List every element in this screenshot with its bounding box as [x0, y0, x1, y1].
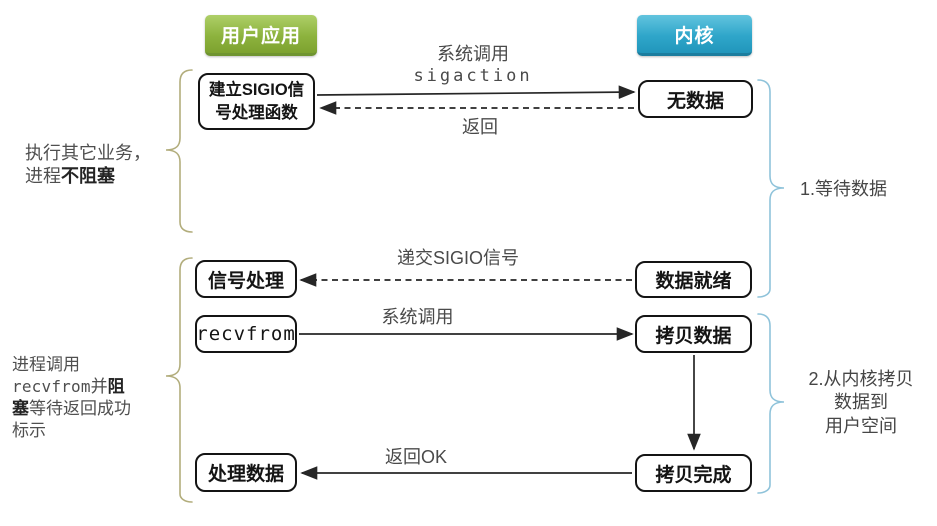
annotation-no-blocking: 执行其它业务， 进程不阻塞 [25, 142, 151, 187]
annotation-no-blocking-line1: 执行其它业务， [25, 143, 151, 163]
annotation-no-blocking-line2: 进程 [25, 165, 61, 186]
annotation-no-blocking-bold: 不阻塞 [61, 165, 115, 186]
brace-left-top [165, 69, 193, 233]
annotation-copy-line3: 用户空间 [825, 415, 897, 436]
annotation-copy-line1: 2.从内核拷贝 [808, 369, 914, 389]
label-return-top: 返回 [462, 117, 498, 137]
label-deliver-sigio: 递交SIGIO信号 [396, 248, 519, 268]
annotation-blocking-wait: 进程调用 recvfrom并阻 塞等待返回成功 标示 [12, 354, 131, 442]
annotation-copy-line2: 数据到 [834, 392, 888, 413]
annotation-blocking-line2: 并 [90, 377, 108, 397]
annotation-recvfrom-text: recvfrom [12, 377, 91, 397]
annotation-blocking-line4: 标示 [12, 421, 46, 441]
label-return-ok: 返回OK [384, 447, 447, 467]
arrow-syscall-sigaction [316, 85, 636, 99]
box-recvfrom: recvfrom [195, 315, 297, 353]
user-app-header: 用户应用 [205, 15, 317, 56]
annotation-blocking-bold2: 塞 [12, 399, 29, 419]
box-setup-sigio-handler: 建立SIGIO信 号处理函数 [198, 73, 315, 130]
label-syscall-line: 系统调用 [437, 44, 509, 64]
box-signal-handle: 信号处理 [195, 260, 297, 298]
brace-right-top [757, 79, 785, 298]
annotation-wait-data: 1.等待数据 [800, 179, 888, 199]
brace-left-bottom [165, 257, 193, 503]
box-copy-data: 拷贝数据 [635, 315, 752, 353]
kernel-header: 内核 [637, 15, 752, 56]
label-syscall-sigaction: 系统调用 sigaction [378, 44, 568, 86]
annotation-blocking-bold1: 阻 [107, 377, 125, 397]
box-setup-sigio-line2: 号处理函数 [215, 103, 298, 122]
annotation-blocking-line1: 进程调用 [12, 355, 80, 374]
annotation-copy-kernel-to-user: 2.从内核拷贝 数据到 用户空间 [790, 368, 932, 438]
box-setup-sigio-line1: 建立SIGIO信 [208, 81, 305, 100]
brace-right-bottom [757, 313, 785, 494]
annotation-blocking-line3: 等待返回成功 [29, 399, 131, 419]
label-syscall-recvfrom: 系统调用 [381, 307, 454, 327]
label-sigaction-line: sigaction [413, 65, 533, 86]
box-data-ready: 数据就绪 [635, 261, 752, 298]
box-no-data: 无数据 [638, 80, 753, 118]
box-process-data: 处理数据 [195, 453, 297, 492]
box-copy-done: 拷贝完成 [635, 454, 752, 492]
